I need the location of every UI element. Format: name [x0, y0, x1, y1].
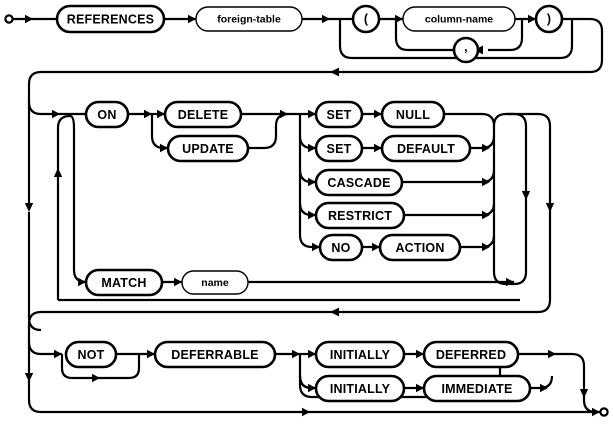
node-on-label: ON	[97, 108, 116, 122]
rail-rparen-out	[330, 17, 604, 74]
arrow-initially1-to-deferred	[416, 349, 424, 359]
arrow-to-delete	[157, 109, 165, 119]
rail-action-out	[460, 234, 496, 249]
arrow-on-to-split	[144, 109, 152, 119]
rail-action-spine	[298, 114, 320, 249]
node-column-name-label: column-name	[425, 14, 493, 26]
node-initially-1-label: INITIALLY	[330, 348, 391, 362]
node-rparen-label: )	[547, 12, 551, 26]
arrow-deferrable-out	[292, 349, 300, 359]
arrow-group2-to-group3	[330, 307, 339, 317]
arrow-ref-to-ft	[188, 14, 196, 24]
rail-group2-to-group3-left	[27, 310, 330, 325]
arrow-to-update	[160, 143, 168, 153]
arrow-not-to-deferrable	[147, 349, 155, 359]
node-cascade-label: CASCADE	[327, 176, 390, 190]
rail-comma-loop-left	[394, 19, 459, 52]
arrow-col-to-rparen	[528, 14, 536, 24]
rail-actions-merge	[492, 112, 528, 286]
node-restrict-label: RESTRICT	[328, 209, 392, 223]
arrow-no-to-action	[372, 242, 380, 252]
arrow-to-initially1	[308, 349, 316, 359]
rail-not-bypass	[60, 354, 141, 380]
node-deferrable-label: DEFERRABLE	[171, 348, 258, 362]
rail-restrict-out	[404, 202, 496, 217]
rail-group2-entry	[27, 101, 86, 116]
arrow-final-end	[592, 407, 600, 417]
arrow-group3-entry	[54, 349, 62, 359]
arrow-set2-to-default	[374, 143, 382, 153]
arrow-restrict-out	[482, 210, 490, 220]
node-comma-box	[452, 36, 480, 64]
node-null-label: NULL	[396, 108, 430, 122]
arrow-to-set-default	[308, 143, 316, 153]
rail-group3-left-spine	[27, 324, 560, 414]
rail-comma-loop	[488, 19, 524, 52]
arrow-to-initially2	[308, 383, 316, 393]
node-set-null-set-label: SET	[327, 108, 352, 122]
rail-group2-exit	[330, 112, 552, 314]
arrow-row1-to-row2	[330, 67, 339, 77]
node-delete-label: DELETE	[178, 108, 229, 122]
start-marker	[4, 14, 14, 24]
arrow-match-to-name	[174, 277, 182, 287]
rail-null-out	[444, 112, 496, 127]
rail-on-repeat-up	[56, 114, 71, 300]
arrow-initially2-to-immediate	[416, 383, 424, 393]
node-initially-2-label: INITIALLY	[330, 382, 391, 396]
arrow-final-merge-down	[579, 389, 589, 398]
rail-initially-spine	[298, 354, 395, 399]
arrow-default-out	[482, 143, 490, 153]
node-action-label: ACTION	[395, 241, 444, 255]
arrow-ft-to-branch	[322, 14, 330, 24]
node-update-label: UPDATE	[182, 142, 234, 156]
rail-final-merge	[556, 352, 597, 414]
arrow-action-out	[482, 242, 490, 252]
arrow-name-out	[506, 277, 514, 287]
arrow-not-bypass	[92, 373, 100, 383]
node-deferred-label: DEFERRED	[436, 348, 506, 362]
arrow-set-to-null	[374, 109, 382, 119]
node-comma-label: ,	[464, 40, 468, 54]
rail-group3-entry	[27, 341, 62, 356]
arrow-merge-del-upd	[280, 109, 288, 119]
arrow-immediate-out	[540, 383, 548, 393]
rail-update-out	[248, 112, 289, 150]
node-immediate-label: IMMEDIATE	[441, 382, 512, 396]
arrow-to-restrict	[308, 210, 316, 220]
node-name-label: name	[201, 277, 229, 289]
rail-on-repeat-down	[69, 114, 87, 284]
node-references-label: REFERENCES	[67, 13, 154, 27]
node-lparen-label: (	[364, 12, 369, 26]
arrow-on-repeat-up	[53, 168, 63, 177]
arrow-group2-exit-down	[545, 203, 555, 212]
arrow-group2-entry	[52, 109, 60, 119]
arrow-deferred-out	[548, 349, 556, 359]
node-no-label: NO	[331, 241, 350, 255]
arrow-group3-bypass	[302, 407, 310, 417]
arrow-group3-left-spine	[24, 373, 34, 382]
arrow-group2-left-spine	[24, 203, 34, 212]
node-set-default-set-label: SET	[327, 142, 352, 156]
end-marker	[599, 407, 609, 417]
node-default-label: DEFAULT	[397, 142, 455, 156]
node-not-label: NOT	[78, 348, 105, 362]
rail-row1-to-row2-left	[27, 70, 330, 110]
rail-cascade-out	[402, 169, 496, 184]
node-foreign-table-label: foreign-table	[217, 14, 281, 26]
node-match-label: MATCH	[101, 276, 146, 290]
arrow-to-set-null	[308, 109, 316, 119]
arrow-to-cascade	[308, 177, 316, 187]
arrow-cascade-out	[482, 177, 490, 187]
arrow-start	[25, 14, 33, 24]
arrow-to-no	[312, 242, 320, 252]
arrow-actions-merge-down	[521, 191, 531, 200]
arrow-to-match	[78, 277, 86, 287]
